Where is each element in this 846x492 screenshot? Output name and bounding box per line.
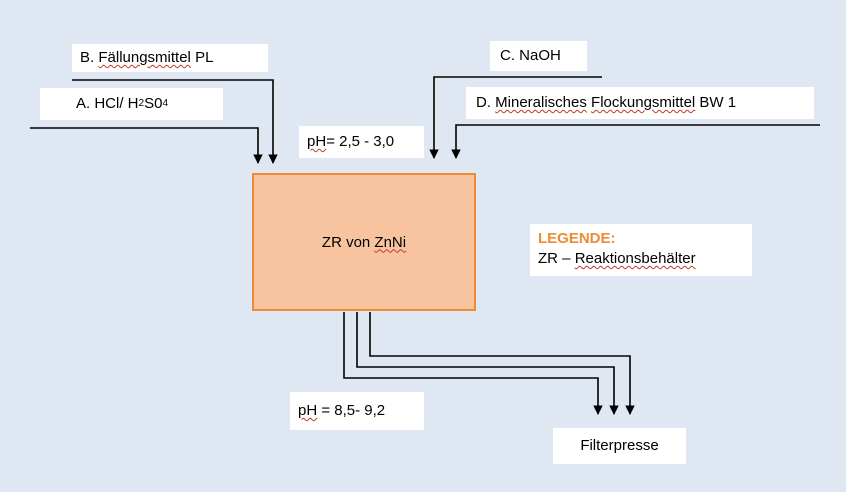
input-d-prefix: D. (476, 94, 491, 111)
reactor-prefix: ZR von (321, 233, 375, 251)
input-c-text: C. NaOH (500, 47, 561, 64)
outlet-line-1 (343, 312, 603, 415)
input-b-suffix: PL (195, 49, 214, 66)
ph-inlet-ph: pH (307, 133, 327, 150)
input-a-sub1: 2 (138, 98, 145, 109)
output-filterpresse-label: Filterpresse (553, 428, 686, 464)
legend-entry: ZR – Reaktionsbehälter (538, 249, 744, 269)
input-d-word2: Flockungsmittel (591, 94, 696, 111)
ph-inlet-label: pH = 2,5 - 3,0 (299, 126, 424, 158)
input-b-word: Fällungsmittel (98, 49, 191, 66)
legend-title: LEGENDE: (538, 230, 616, 247)
input-a-sub2: 4 (162, 98, 168, 109)
legend-box: LEGENDE: ZR – Reaktionsbehälter (530, 224, 752, 276)
ph-outlet-ph: pH (298, 402, 318, 419)
input-d-suffix: BW 1 (699, 94, 737, 111)
reactor-word: ZnNi (374, 233, 407, 251)
input-d-label: D. Mineralisches Flockungsmittel BW 1 (466, 87, 814, 119)
legend-word: Reaktionsbehälter (574, 250, 696, 267)
input-b-prefix: B. (80, 49, 95, 66)
outlet-line-3 (369, 312, 635, 415)
flow-line-c (429, 76, 602, 159)
ph-outlet-label: pH = 8,5- 9,2 (290, 392, 424, 430)
input-a-prefix: A. HCl/ H (76, 95, 139, 112)
flow-line-a (30, 127, 263, 164)
flow-line-d (451, 124, 820, 159)
input-c-label: C. NaOH (490, 41, 587, 71)
outlet-line-2 (356, 312, 619, 415)
input-a-mid: S0 (144, 95, 163, 112)
legend-prefix: ZR – (538, 250, 575, 267)
reactor-box: ZR von ZnNi (252, 173, 476, 311)
flow-line-b (72, 79, 278, 164)
ph-inlet-value: = 2,5 - 3,0 (326, 133, 395, 150)
input-b-label: B. Fällungsmittel PL (72, 44, 268, 72)
output-filterpresse-text: Filterpresse (580, 437, 659, 454)
ph-outlet-value: = 8,5- 9,2 (317, 402, 386, 419)
input-d-word1: Mineralisches (495, 94, 587, 111)
